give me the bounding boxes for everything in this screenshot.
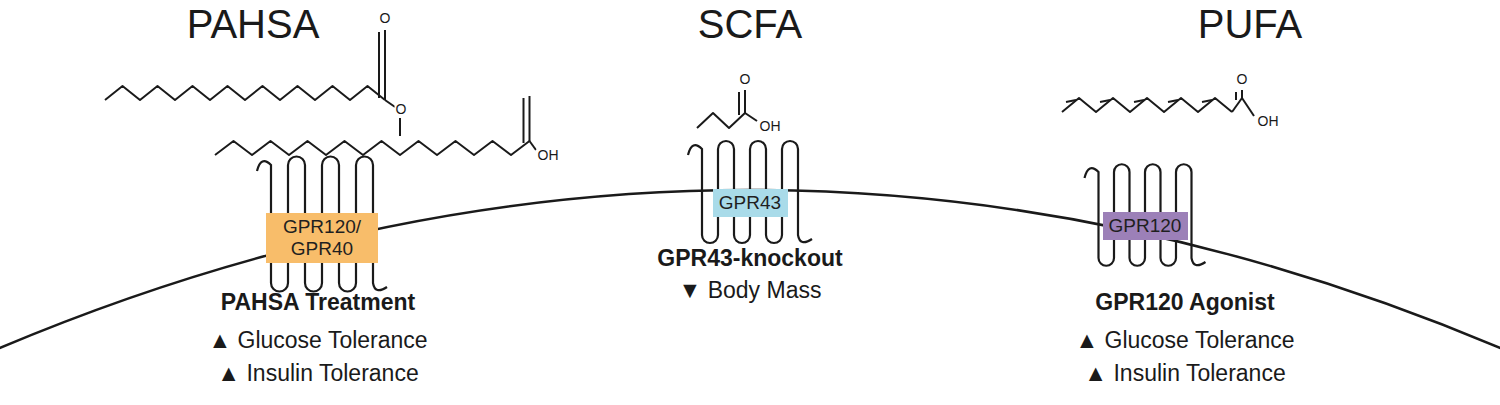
double-bond bbox=[1168, 100, 1178, 102]
ester-bond bbox=[385, 100, 395, 107]
hydroxyl-bond bbox=[1242, 98, 1254, 116]
ester-bond bbox=[399, 118, 401, 136]
double-bond bbox=[1066, 100, 1076, 102]
carbonyl-bond bbox=[738, 92, 740, 115]
carbonyl-bond bbox=[1241, 90, 1243, 98]
atom-label: O bbox=[395, 102, 408, 117]
atom-label: O bbox=[739, 72, 752, 87]
atom-label: O bbox=[1236, 72, 1249, 87]
carbonyl-bond bbox=[378, 32, 380, 98]
double-bond bbox=[1202, 100, 1212, 102]
carbonyl-bond bbox=[523, 98, 525, 143]
column-title: PUFA bbox=[1198, 2, 1302, 46]
effect-text: ▲ Glucose Tolerance bbox=[208, 328, 427, 353]
carbon-chain bbox=[1062, 98, 1232, 112]
carbonyl-bond bbox=[529, 96, 531, 141]
effect-text: ▲ Insulin Tolerance bbox=[217, 361, 418, 386]
carbonyl-bond bbox=[384, 30, 386, 100]
receptor-name: GPR120/ GPR40 bbox=[266, 216, 378, 260]
receptor-name: GPR120 bbox=[1109, 215, 1182, 237]
hydroxyl-bond bbox=[745, 113, 757, 121]
chemical-structures bbox=[105, 30, 1254, 155]
double-bond bbox=[1134, 100, 1144, 102]
effect-text: GPR43-knockout bbox=[657, 246, 842, 271]
cell-membrane bbox=[0, 190, 1500, 350]
atom-label: OH bbox=[537, 148, 560, 163]
hydroxyl-bond bbox=[530, 141, 537, 150]
column-title: SCFA bbox=[698, 2, 802, 46]
transmembrane-helices bbox=[257, 157, 387, 292]
receptor-helices bbox=[257, 141, 1206, 292]
receptor-box: GPR43 bbox=[713, 189, 788, 217]
receptor-box: GPR120 bbox=[1103, 212, 1188, 240]
effect-text: ▲ Glucose Tolerance bbox=[1075, 328, 1294, 353]
atom-label: OH bbox=[1257, 114, 1280, 129]
atom-label: OH bbox=[759, 119, 782, 134]
effect-text: ▲ Insulin Tolerance bbox=[1084, 361, 1285, 386]
receptor-name: GPR43 bbox=[719, 192, 781, 214]
transmembrane-helices bbox=[1085, 164, 1206, 266]
carbon-chain bbox=[215, 141, 530, 155]
carbonyl-bond bbox=[744, 90, 746, 113]
column-title: PAHSA bbox=[187, 2, 320, 46]
effect-text: PAHSA Treatment bbox=[221, 290, 415, 315]
carbon-chain bbox=[1232, 98, 1242, 112]
carbonyl-bond bbox=[1235, 92, 1237, 100]
carbon-chain bbox=[105, 86, 385, 100]
effect-text: GPR120 Agonist bbox=[1095, 290, 1274, 315]
double-bond bbox=[1100, 100, 1110, 102]
effect-text: ▼ Body Mass bbox=[679, 278, 822, 303]
receptor-box: GPR120/ GPR40 bbox=[266, 213, 378, 263]
atom-label: O bbox=[379, 11, 392, 26]
carbon-chain bbox=[697, 113, 745, 128]
transmembrane-helices bbox=[688, 141, 812, 243]
